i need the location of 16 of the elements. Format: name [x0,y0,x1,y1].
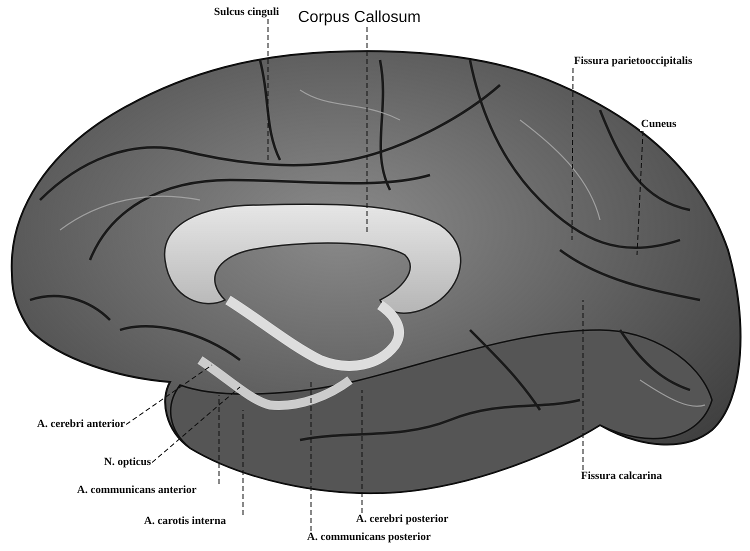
anatomy-label: Sulcus cinguli [213,6,280,19]
leader-line [636,130,644,256]
anatomy-label: Corpus Callosum [297,8,422,27]
leader-line [126,364,212,425]
leader-line [582,300,584,470]
leader-line [366,26,368,232]
anatomy-label: N. opticus [103,456,152,469]
leader-line [218,394,220,484]
anatomy-label: A. communicans posterior [306,531,432,544]
leader-line [572,68,574,240]
leader-line [152,386,240,463]
anatomy-label: Fissura parietooccipitalis [573,55,694,68]
leader-line [242,410,244,516]
leader-line [310,380,312,532]
anatomy-label: A. cerebri posterior [355,513,450,526]
anatomy-label: Cuneus [640,118,678,131]
